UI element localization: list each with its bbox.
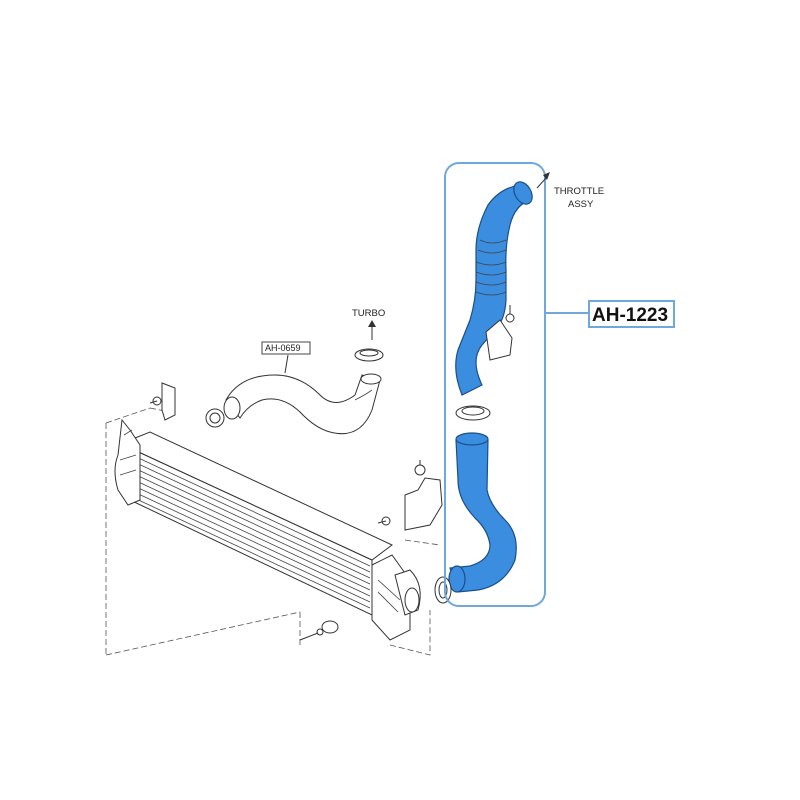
throttle-text-line2: ASSY [568, 199, 594, 210]
throttle-text-line1: THROTTLE [554, 186, 604, 197]
part-tag-ah-0659: AH-0659 [261, 341, 311, 355]
callout-frame [444, 162, 590, 607]
intercooler-fins [131, 454, 371, 609]
intercooler [114, 418, 421, 641]
left-mount-bracket [149, 382, 176, 421]
rubber-mount [299, 620, 339, 641]
part-tag-ah-0659-text: AH-0659 [265, 343, 301, 353]
intercooler-frame [105, 407, 431, 656]
part-tag-ah-1223: AH-1223 [588, 300, 675, 328]
turbo-text: TURBO [352, 308, 385, 319]
turbo-label: TURBO [352, 308, 385, 340]
part-tag-ah-1223-text: AH-1223 [592, 305, 668, 326]
right-mount-bracket [377, 460, 443, 546]
throttle-label: THROTTLE ASSY [536, 172, 604, 210]
hose-ah-1223 [434, 181, 533, 604]
hose-ah-0659 [205, 348, 384, 435]
